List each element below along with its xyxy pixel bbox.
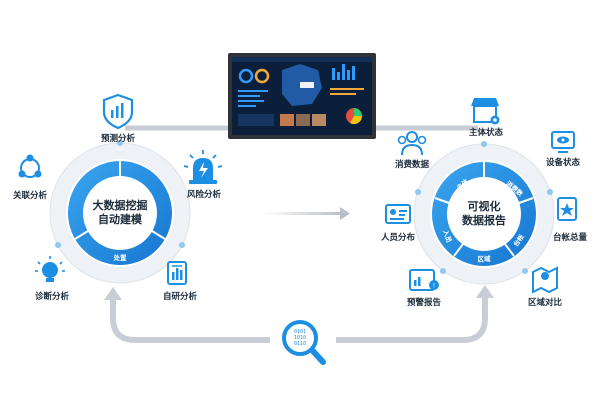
map-pin-icon bbox=[532, 266, 558, 294]
left-ring-divider bbox=[151, 230, 166, 240]
screen-panel bbox=[238, 114, 274, 126]
monitor-eye-icon bbox=[551, 131, 575, 153]
screen-bar bbox=[330, 88, 364, 90]
left-ring-label: 处置 bbox=[113, 254, 127, 262]
network-nodes-icon bbox=[18, 154, 42, 178]
screen-bar bbox=[342, 64, 345, 80]
node-label-entity-status: 主体状态 bbox=[468, 128, 504, 138]
right-ring-label: 区域 bbox=[477, 255, 491, 263]
left-cycle bbox=[49, 140, 191, 284]
right-ring-divider bbox=[518, 197, 534, 204]
right-ring-dot bbox=[547, 189, 553, 195]
left-ring-dot bbox=[179, 242, 185, 248]
screen-bar bbox=[238, 100, 264, 102]
svg-text:0110: 0110 bbox=[294, 341, 306, 347]
node-label-correlation: 关联分析 bbox=[12, 191, 48, 201]
screen-photo bbox=[296, 114, 310, 126]
svg-text:!: ! bbox=[433, 283, 435, 290]
node-label-region-compare: 区域对比 bbox=[527, 298, 563, 308]
svg-text:1010: 1010 bbox=[294, 335, 306, 341]
left-ring-divider bbox=[74, 230, 89, 240]
right-center-disc bbox=[447, 177, 521, 251]
middle-arrow-shaft bbox=[262, 212, 342, 215]
node-label-consumption-data: 消费数据 bbox=[394, 160, 430, 170]
screen-bar bbox=[337, 72, 340, 80]
screen-donut bbox=[254, 68, 270, 84]
right-ring-divider bbox=[453, 243, 464, 257]
screen-bar bbox=[332, 68, 335, 80]
screen-photo bbox=[280, 114, 294, 126]
alert-chart-icon: ! bbox=[409, 269, 439, 291]
screen-pie-slice bbox=[354, 108, 362, 116]
node-label-diagnosis: 诊断分析 bbox=[34, 292, 70, 302]
right-ring-dot bbox=[415, 189, 421, 195]
screen-bar bbox=[347, 70, 350, 80]
screen-bar bbox=[238, 90, 268, 92]
right-cycle bbox=[413, 141, 555, 285]
report-chart-icon bbox=[167, 261, 187, 285]
right-ring-dot bbox=[481, 141, 487, 147]
screen-bar bbox=[330, 93, 356, 95]
node-label-device-status: 设备状态 bbox=[545, 158, 581, 168]
node-label-ledger-total: 台帐总量 bbox=[552, 233, 588, 243]
bottom-loop-right bbox=[336, 293, 488, 343]
screen-pie-slice bbox=[350, 116, 363, 125]
left-ring-dot bbox=[55, 242, 61, 248]
right-ring-divider bbox=[434, 197, 450, 204]
dashboard-monitor bbox=[228, 53, 376, 139]
middle-arrowhead bbox=[340, 207, 350, 220]
shield-chart-icon bbox=[102, 93, 134, 130]
up-arrowhead-right bbox=[476, 285, 494, 298]
node-label-self-research: 自研分析 bbox=[162, 292, 198, 302]
screen-header bbox=[232, 57, 372, 62]
lightbulb-icon bbox=[35, 256, 65, 282]
left-center-disc bbox=[83, 176, 157, 250]
bottom-loop-left bbox=[110, 300, 270, 343]
left-center-line1: 大数据挖掘 bbox=[92, 199, 148, 212]
node-label-risk: 风险分析 bbox=[186, 190, 222, 200]
screen-bar bbox=[238, 105, 256, 107]
node-label-staff-distribution: 人员分布 bbox=[380, 233, 416, 243]
right-ring-dot bbox=[522, 268, 528, 274]
screen-donut bbox=[238, 68, 254, 84]
storefront-icon bbox=[471, 98, 500, 125]
alarm-light-icon bbox=[183, 150, 223, 184]
right-center-line2: 数据报告 bbox=[462, 214, 506, 227]
magnifier-icon: 0101 1010 0110 bbox=[282, 320, 326, 365]
node-label-alert-report: 预警报告 bbox=[406, 298, 442, 308]
screen-photo bbox=[312, 114, 326, 126]
node-label-forecast: 预测分析 bbox=[100, 134, 136, 144]
screen-map-label bbox=[300, 82, 314, 88]
right-ring-dot bbox=[440, 268, 446, 274]
user-group-icon bbox=[397, 131, 427, 156]
ledger-star-icon bbox=[557, 197, 577, 221]
left-ring-dot bbox=[117, 140, 123, 146]
id-card-icon bbox=[385, 204, 411, 224]
right-center-line1: 可视化 bbox=[467, 200, 501, 213]
screen-bar bbox=[352, 66, 355, 80]
left-center-title: 大数据挖掘 自动建模 bbox=[93, 199, 148, 227]
right-center-title: 可视化 数据报告 bbox=[462, 200, 506, 228]
left-center-line2: 自动建模 bbox=[98, 213, 142, 226]
up-arrowhead-left bbox=[104, 287, 122, 300]
right-ring-divider bbox=[504, 243, 515, 257]
svg-text:0101: 0101 bbox=[294, 329, 306, 335]
screen-bar bbox=[238, 95, 260, 97]
